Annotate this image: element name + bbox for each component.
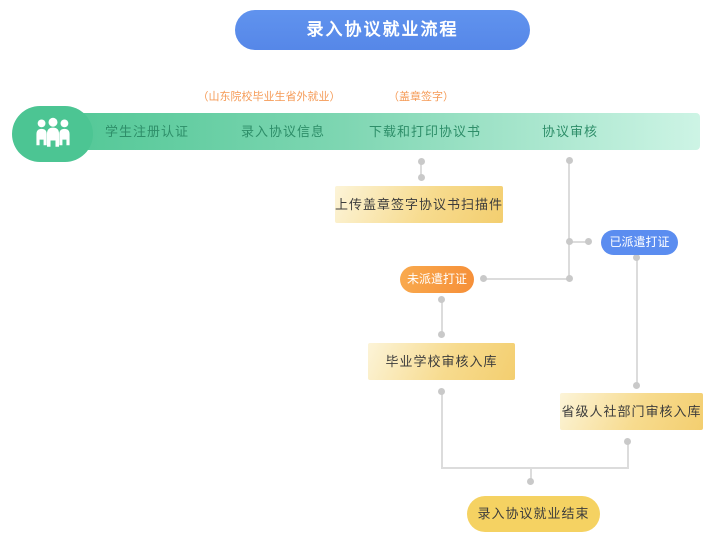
connector-dot bbox=[527, 478, 534, 485]
node-process-end: 录入协议就业结束 bbox=[467, 496, 600, 532]
connector-line bbox=[441, 467, 629, 469]
connector-line bbox=[484, 278, 569, 280]
connector-dot bbox=[418, 158, 425, 165]
step-download-print-agreement: 下载和打印协议书 bbox=[368, 124, 482, 139]
connector-line bbox=[441, 391, 443, 469]
connector-line bbox=[441, 299, 443, 335]
node-provincial-review: 省级人社部门审核入库 bbox=[560, 393, 703, 430]
connector-dot bbox=[438, 388, 445, 395]
connector-dot bbox=[566, 238, 573, 245]
process-bar bbox=[50, 113, 700, 150]
connector-line bbox=[627, 441, 629, 469]
connector-dot bbox=[566, 275, 573, 282]
node-upload-scan: 上传盖章签字协议书扫描件 bbox=[335, 186, 503, 223]
connector-dot bbox=[633, 254, 640, 261]
connector-line bbox=[568, 160, 570, 280]
connector-dot bbox=[438, 296, 445, 303]
step-agreement-review: 协议审核 bbox=[541, 124, 599, 139]
connector-line bbox=[420, 161, 422, 178]
connector-dot bbox=[585, 238, 592, 245]
node-dispatched-certificate: 已派遣打证 bbox=[601, 230, 678, 255]
step-enter-agreement-info: 录入协议信息 bbox=[240, 124, 326, 139]
connector-line bbox=[569, 241, 589, 243]
connector-line bbox=[636, 257, 638, 386]
connector-dot bbox=[480, 275, 487, 282]
step-student-registration: 学生注册认证 bbox=[104, 124, 190, 139]
annotation-stamp-sign: （盖章签字） bbox=[388, 91, 454, 103]
node-not-dispatched-certificate: 未派遣打证 bbox=[400, 266, 474, 293]
annotation-out-of-province: （山东院校毕业生省外就业） bbox=[197, 91, 341, 103]
page-title: 录入协议就业流程 bbox=[235, 10, 530, 50]
connector-dot bbox=[438, 331, 445, 338]
group-people-icon bbox=[33, 115, 73, 153]
process-bar-cap bbox=[12, 106, 93, 162]
connector-dot bbox=[566, 157, 573, 164]
connector-dot bbox=[418, 174, 425, 181]
connector-dot bbox=[624, 438, 631, 445]
node-school-review: 毕业学校审核入库 bbox=[368, 343, 515, 380]
connector-line bbox=[530, 468, 532, 482]
connector-dot bbox=[633, 382, 640, 389]
